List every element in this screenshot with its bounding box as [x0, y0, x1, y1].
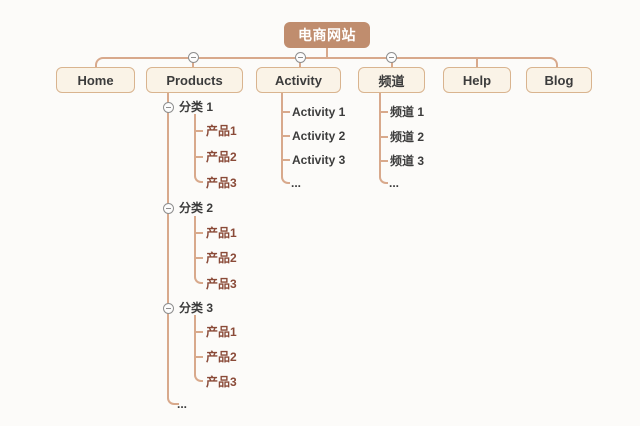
topic-activity-more[interactable]: ... [291, 176, 302, 190]
minus-glyph [191, 56, 196, 59]
collapse-icon-category-3[interactable] [163, 303, 174, 314]
topic-category-3[interactable]: 分类 3 [179, 301, 214, 315]
topic-product[interactable]: 产品2 [206, 350, 237, 364]
topic-channel-2[interactable]: 频道 2 [390, 130, 425, 144]
node-blog[interactable]: Blog [526, 67, 592, 93]
node-help[interactable]: Help [443, 67, 511, 93]
connector-tick [281, 111, 290, 113]
connector-root-drop [326, 48, 328, 57]
connector-tick [194, 130, 203, 132]
collapse-icon-category-1[interactable] [163, 102, 174, 113]
topic-category-1[interactable]: 分类 1 [179, 100, 214, 114]
connector-products-trunk [167, 93, 179, 405]
connector-tick [194, 156, 203, 158]
connector-category-3-trunk [194, 315, 203, 382]
collapse-icon-channel[interactable] [386, 52, 397, 63]
connector-tick [194, 356, 203, 358]
minus-glyph [166, 307, 171, 310]
topic-products-more[interactable]: ... [177, 397, 188, 411]
topic-activity-2[interactable]: Activity 2 [292, 129, 346, 143]
topic-channel-1[interactable]: 频道 1 [390, 105, 425, 119]
node-root[interactable]: 电商网站 [284, 22, 370, 48]
node-activity[interactable]: Activity [256, 67, 341, 93]
connector-tick [379, 160, 388, 162]
topic-product[interactable]: 产品2 [206, 251, 237, 265]
topic-category-2[interactable]: 分类 2 [179, 201, 214, 215]
collapse-icon-activity[interactable] [295, 52, 306, 63]
connector-tick [379, 136, 388, 138]
collapse-icon-category-2[interactable] [163, 203, 174, 214]
minus-glyph [389, 56, 394, 59]
minus-glyph [166, 207, 171, 210]
connector-level1-bar [95, 57, 558, 68]
topic-activity-1[interactable]: Activity 1 [292, 105, 346, 119]
topic-channel-3[interactable]: 频道 3 [390, 154, 425, 168]
minus-glyph [298, 56, 303, 59]
connector-category-1-trunk [194, 114, 203, 183]
node-home[interactable]: Home [56, 67, 135, 93]
topic-product[interactable]: 产品1 [206, 325, 237, 339]
topic-product[interactable]: 产品1 [206, 124, 237, 138]
topic-activity-3[interactable]: Activity 3 [292, 153, 346, 167]
connector-activity-trunk [281, 93, 290, 184]
topic-product[interactable]: 产品3 [206, 277, 237, 291]
node-channel[interactable]: 频道 [358, 67, 425, 93]
connector-channel-trunk [379, 93, 388, 184]
topic-product[interactable]: 产品2 [206, 150, 237, 164]
connector-drop-help [476, 57, 478, 68]
connector-tick [194, 257, 203, 259]
topic-product[interactable]: 产品3 [206, 176, 237, 190]
connector-tick [281, 159, 290, 161]
collapse-icon-products[interactable] [188, 52, 199, 63]
topic-product[interactable]: 产品1 [206, 226, 237, 240]
connector-tick [281, 135, 290, 137]
node-products[interactable]: Products [146, 67, 243, 93]
topic-channel-more[interactable]: ... [389, 176, 400, 190]
topic-product[interactable]: 产品3 [206, 375, 237, 389]
minus-glyph [166, 106, 171, 109]
connector-tick [194, 232, 203, 234]
connector-tick [379, 111, 388, 113]
connector-tick [194, 331, 203, 333]
connector-category-2-trunk [194, 216, 203, 284]
